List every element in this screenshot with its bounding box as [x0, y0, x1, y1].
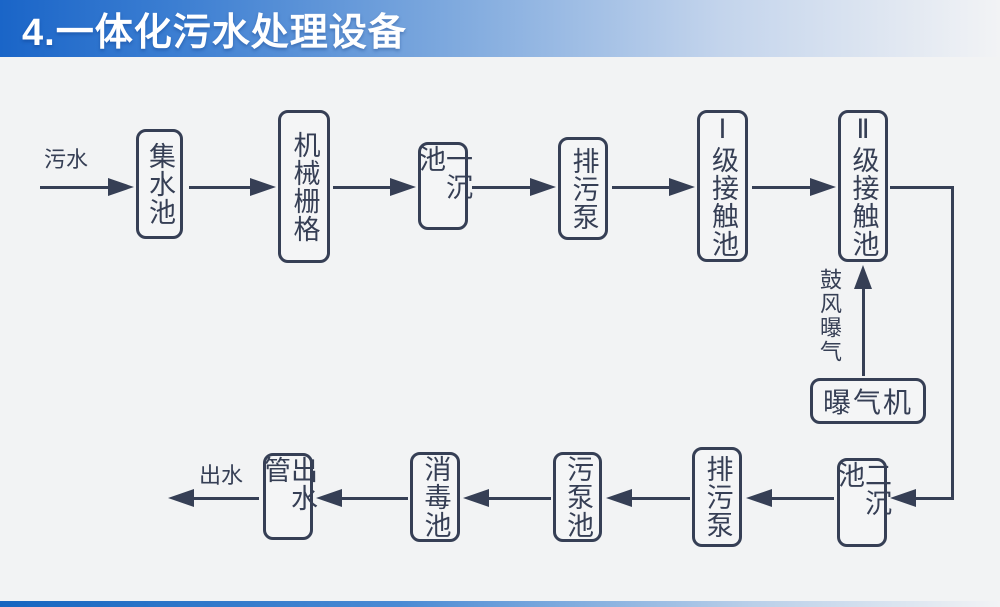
arrow-head-left-icon — [168, 489, 194, 507]
arrow-aerator-to-contact2 — [853, 265, 873, 376]
node-sludge-pump-tank: 污泵池 — [553, 452, 602, 542]
node-secondary-sedimentation-tank: 二沉池 — [834, 458, 891, 547]
node-aerator: 曝气机 — [810, 378, 926, 424]
arrow-line — [612, 185, 675, 189]
arrow-head-right-icon — [108, 178, 134, 196]
slide-header: 4.一体化污水处理设备 — [0, 0, 1000, 57]
page-title: 4.一体化污水处理设备 — [22, 12, 407, 54]
arrow-head-right-icon — [669, 178, 695, 196]
connector-vertical-right — [951, 186, 954, 500]
arrow-grille-to-primary-tank — [333, 177, 416, 197]
arrow-primary-tank-to-sewage-pump — [472, 177, 556, 197]
node-label: 出水管 — [260, 456, 317, 512]
arrow-line — [861, 281, 865, 376]
node-contact-tank-1: Ⅰ级接触池 — [697, 110, 748, 262]
arrow-line — [336, 496, 408, 500]
arrow-head-right-icon — [810, 178, 836, 196]
arrow-secondary-tank-to-sewage-pump — [746, 488, 834, 508]
node-sewage-pump-top: 排污泵 — [558, 137, 608, 240]
node-label: 一沉池 — [415, 145, 472, 201]
node-label: 机械栅格 — [289, 130, 320, 243]
node-label: 排污泵 — [702, 455, 733, 539]
arrow-sewage-pump-to-sludge-tank — [606, 488, 690, 508]
arrow-line — [766, 496, 834, 500]
arrow-line — [40, 185, 114, 189]
node-primary-sedimentation-tank: 一沉池 — [415, 142, 472, 230]
arrow-outlet-pipe-to-out — [168, 488, 259, 508]
arrow-head-left-icon — [890, 489, 916, 507]
node-contact-tank-2: Ⅱ级接触池 — [838, 110, 888, 262]
arrow-jishuichi-to-grille — [189, 177, 276, 197]
arrow-head-right-icon — [390, 178, 416, 196]
arrow-inlet-to-jishuichi — [40, 177, 134, 197]
arrow-sludge-tank-to-disinfection — [463, 488, 551, 508]
arrow-line — [189, 185, 256, 189]
arrow-head-right-icon — [530, 178, 556, 196]
arrow-head-left-icon — [463, 489, 489, 507]
footer-accent-bar — [0, 601, 1000, 607]
node-collecting-tank: 集水池 — [136, 129, 183, 239]
arrow-line — [483, 496, 551, 500]
arrow-head-right-icon — [250, 178, 276, 196]
arrow-disinfection-to-outlet-pipe — [316, 488, 408, 508]
arrow-line — [626, 496, 690, 500]
aeration-label: 鼓风曝气 — [817, 268, 842, 364]
inlet-water-label: 污水 — [44, 147, 89, 172]
arrow-contact1-to-contact2 — [752, 177, 836, 197]
arrow-line — [188, 496, 259, 500]
arrow-head-left-icon — [746, 489, 772, 507]
arrow-line — [472, 185, 536, 189]
arrow-head-up-icon — [854, 265, 872, 289]
node-label: 集水池 — [145, 142, 175, 226]
node-disinfection-tank: 消毒池 — [410, 452, 460, 542]
node-sewage-pump-bottom: 排污泵 — [692, 447, 742, 547]
node-label: Ⅰ级接触池 — [708, 114, 738, 258]
node-label: 排污泵 — [568, 146, 599, 231]
node-outlet-pipe: 出水管 — [260, 453, 317, 540]
outlet-water-label: 出水 — [199, 463, 244, 488]
arrow-connector-to-secondary-tank — [890, 488, 954, 508]
connector-horizontal-top — [890, 186, 954, 189]
node-mechanical-grille: 机械栅格 — [278, 110, 330, 263]
arrow-line — [752, 185, 816, 189]
node-label: 污泵池 — [563, 455, 593, 539]
arrow-head-left-icon — [606, 489, 632, 507]
arrow-line — [910, 496, 954, 500]
node-label: 二沉池 — [834, 461, 891, 517]
arrow-line — [333, 185, 396, 189]
node-label: 消毒池 — [420, 455, 451, 539]
node-label: Ⅱ级接触池 — [848, 114, 879, 258]
arrow-sewage-pump-to-contact1 — [612, 177, 695, 197]
node-label: 曝气机 — [822, 387, 913, 418]
arrow-head-left-icon — [316, 489, 342, 507]
